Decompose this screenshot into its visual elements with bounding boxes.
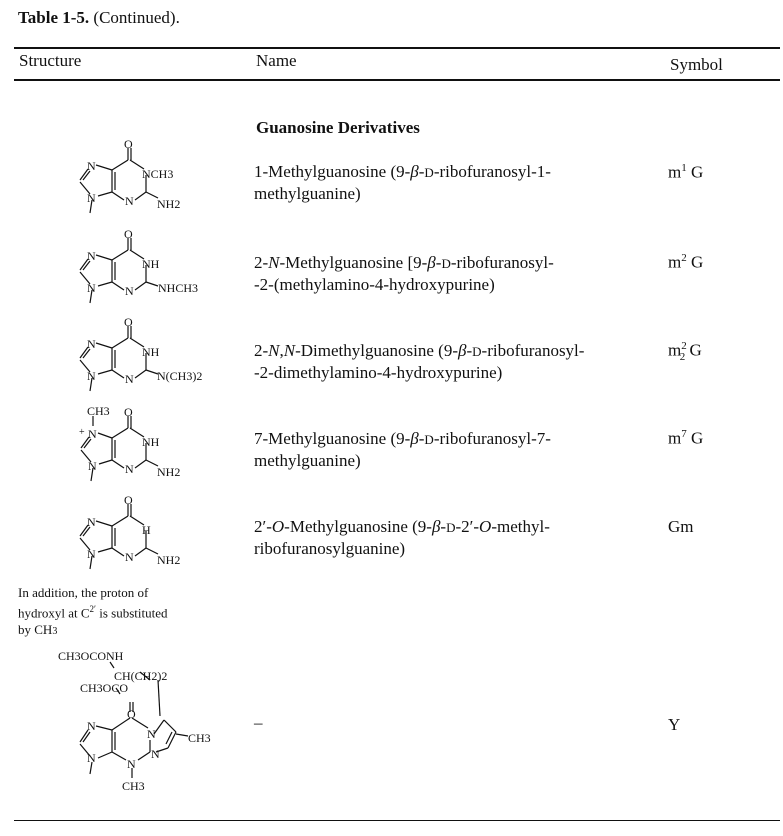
- row-4-name: 7-Methylguanosine (9-β-D-ribofuranosyl-7…: [254, 429, 551, 470]
- row-2-symbol: m2 G: [668, 252, 704, 272]
- chem-o: O: [124, 405, 133, 419]
- chem-n: N: [88, 459, 97, 473]
- chem-ch3oco: CH3OCO: [80, 681, 128, 695]
- chem-nh2: NH2: [157, 465, 180, 479]
- header-name: Name: [256, 51, 297, 70]
- rule-bottom: [14, 820, 780, 821]
- chem-nh: NH: [142, 257, 160, 271]
- chem-n: N: [87, 515, 96, 529]
- section-title: Guanosine Derivatives: [256, 118, 420, 137]
- chem-n: N: [87, 751, 96, 765]
- chem-plus: +: [79, 427, 85, 438]
- row-3-name: 2-N,N-Dimethylguanosine (9-β-D-ribofuran…: [254, 341, 585, 382]
- row-1-symbol: m1 G: [668, 162, 704, 182]
- chem-n: N: [87, 249, 96, 263]
- chem-nh: NH: [142, 345, 160, 359]
- chem-n: N: [125, 372, 134, 386]
- row-1-name: 1-Methylguanosine (9-β-D-ribofuranosyl-1…: [254, 162, 551, 203]
- structure-2-o-methylguanosine: O N N N H NH2: [79, 496, 180, 570]
- chem-n: N: [151, 747, 160, 761]
- table-number: Table 1-5.: [18, 8, 90, 27]
- chem-n: N: [87, 369, 96, 383]
- chem-n: N: [125, 284, 134, 298]
- chem-h: H: [142, 523, 151, 537]
- structure-2-n-methylguanosine: O N N N NH NHCH3: [79, 230, 198, 304]
- row-6-name: –: [254, 713, 263, 732]
- chem-o: O: [127, 707, 136, 721]
- chem-nch3-2: N(CH3)2: [157, 369, 202, 383]
- chem-n: N: [87, 719, 96, 733]
- row-2-name: 2-N-Methylguanosine [9-β-D-ribofuranosyl…: [254, 253, 554, 294]
- chem-o: O: [124, 140, 133, 151]
- chem-o: O: [124, 496, 133, 507]
- row-4-symbol: m7 G: [668, 428, 704, 448]
- chem-nh: NH: [142, 435, 160, 449]
- chem-n: N: [125, 194, 134, 208]
- header-symbol: Symbol: [670, 55, 723, 74]
- chem-o: O: [124, 230, 133, 241]
- chem-n: N: [127, 757, 136, 771]
- chem-n: N: [87, 159, 96, 173]
- chem-n: N: [87, 191, 96, 205]
- structure-y-base: CH3OCONH CH(CH2)2 CH3OCO O N N N N N CH3…: [58, 649, 211, 793]
- chem-ch3: CH3: [122, 779, 145, 793]
- chem-n: N: [125, 462, 134, 476]
- structure-7-methylguanosine: CH3 O N + N N NH NH2: [79, 404, 180, 482]
- table-caption: Table 1-5. (Continued).: [18, 8, 180, 28]
- table-caption-text: (Continued).: [89, 8, 180, 27]
- chem-n: N: [147, 727, 156, 741]
- row-6-symbol: Y: [668, 715, 681, 734]
- row-5-symbol: Gm: [668, 517, 694, 536]
- structure-1-methylguanosine: O N N N NCH3 NH2: [79, 140, 180, 214]
- chem-ch3oconh: CH3OCONH: [58, 649, 124, 663]
- chem-n: N: [87, 281, 96, 295]
- chem-n: N: [88, 427, 97, 441]
- chem-ch3: CH3: [87, 404, 110, 418]
- rule-top: [14, 47, 780, 49]
- chem-n: N: [125, 550, 134, 564]
- chem-nch3: NCH3: [142, 167, 173, 181]
- chem-n: N: [87, 337, 96, 351]
- chem-nhch3: NHCH3: [158, 281, 198, 295]
- rule-mid: [14, 79, 780, 81]
- row-5-name: 2′-O-Methylguanosine (9-β-D-2′-O-methyl-…: [254, 517, 550, 558]
- chem-ch-ch2-2: CH(CH2)2: [114, 669, 167, 683]
- row-3-symbol: m22 G: [668, 340, 702, 364]
- chem-n: N: [87, 547, 96, 561]
- chem-nh2: NH2: [157, 197, 180, 211]
- structure-2-nn-dimethylguanosine: O N N N NH N(CH3)2: [79, 318, 202, 392]
- chem-nh2: NH2: [157, 553, 180, 567]
- chem-ch3: CH3: [188, 731, 211, 745]
- header-structure: Structure: [19, 51, 82, 70]
- chem-o: O: [124, 318, 133, 329]
